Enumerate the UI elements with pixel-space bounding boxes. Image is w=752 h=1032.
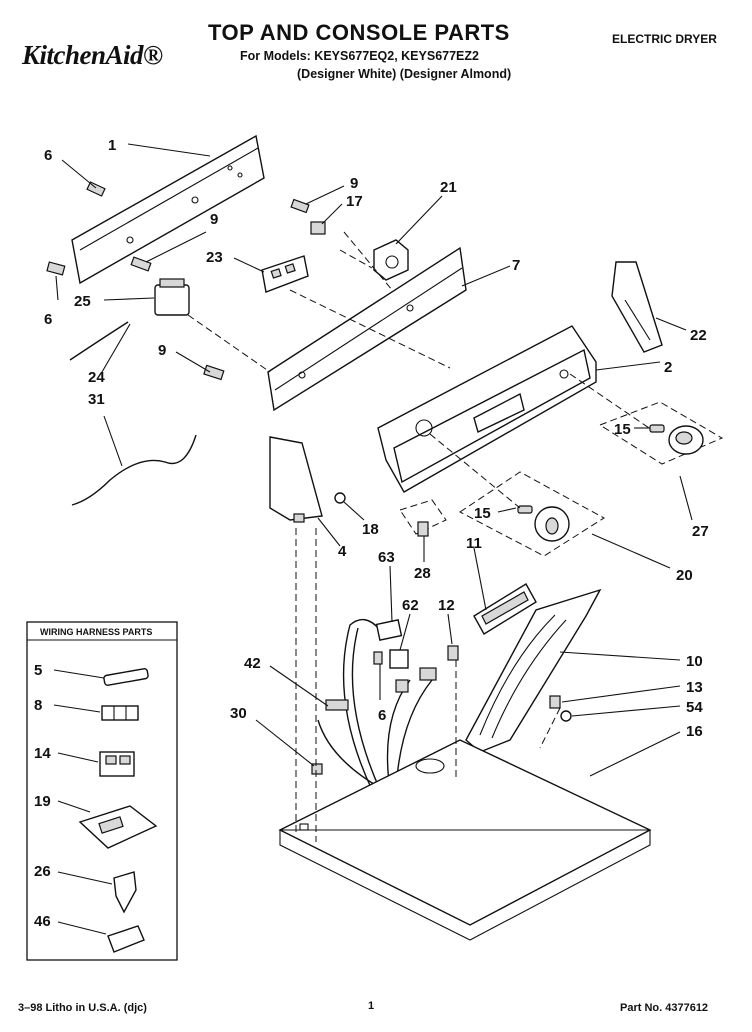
callout-12: 12 (438, 597, 455, 614)
knob-20-group (459, 471, 605, 557)
callout-10: 10 (686, 653, 703, 670)
screw-6-top (86, 181, 106, 197)
part-12-screw (447, 645, 459, 661)
callout-23: 23 (206, 249, 223, 266)
callout-6: 6 (378, 707, 386, 724)
part-11-lint-filter (473, 583, 537, 635)
part-number: Part No. 4377612 (620, 1002, 709, 1014)
callout-6: 6 (44, 311, 52, 328)
wiring-harness-legend: WIRING HARNESS PARTS 5 8 14 19 26 46 (26, 621, 178, 961)
models-line: For Models: KEYS677EQ2, KEYS677EZ2 (240, 49, 479, 63)
part-63-connector (375, 619, 403, 641)
callout-6: 6 (44, 147, 52, 164)
screw-6-bottom (46, 261, 66, 276)
callout-16: 16 (686, 723, 703, 740)
callout-30: 30 (230, 705, 247, 722)
assembly-line-17 (343, 231, 393, 291)
screw-9-mid (203, 364, 225, 381)
callout-2: 2 (664, 359, 672, 376)
callout-13: 13 (686, 679, 703, 696)
callout-15: 15 (474, 505, 491, 522)
callout-1: 1 (108, 137, 116, 154)
screw-6-harness (373, 651, 383, 665)
legend-item-26: 26 (34, 863, 51, 880)
legend-item-19: 19 (34, 793, 51, 810)
part-15-spring-right (649, 424, 665, 433)
page-number: 1 (368, 1000, 375, 1012)
part-15-spring-left (517, 505, 533, 514)
legend-item-46: 46 (34, 913, 51, 930)
assembly-line-screw13 (539, 707, 561, 749)
part-13-screw (549, 695, 561, 709)
callout-21: 21 (440, 179, 457, 196)
part-54-washer (560, 710, 572, 722)
callout-54: 54 (686, 699, 703, 716)
callout-17: 17 (346, 193, 363, 210)
callout-28: 28 (414, 565, 431, 582)
part-2-console (377, 325, 597, 493)
callout-20: 20 (676, 567, 693, 584)
knob-27-group (598, 401, 724, 465)
part-28-screw (417, 521, 429, 537)
part-25-component (154, 278, 190, 316)
assembly-line-20 (429, 433, 521, 509)
callout-4: 4 (338, 543, 347, 560)
legend-item-5: 5 (34, 662, 42, 679)
part-22-end-cap (611, 261, 663, 353)
part-30-clip (311, 763, 323, 775)
legend-item-8: 8 (34, 697, 42, 714)
part-1-bracket (71, 134, 265, 285)
part-4-end-cap (269, 436, 323, 523)
callout-9: 9 (350, 175, 358, 192)
part-20-knob (534, 506, 570, 542)
leader-lines (55, 143, 693, 777)
part-18-clip (334, 492, 346, 504)
product-type: ELECTRIC DRYER (612, 32, 717, 46)
callout-18: 18 (362, 521, 379, 538)
callout-labels: 1 6 6 9 25 24 31 9 23 9 17 21 7 22 2 15 … (44, 137, 709, 740)
callout-27: 27 (692, 523, 709, 540)
part-8-connector (101, 705, 139, 721)
callout-25: 25 (74, 293, 91, 310)
part-31-harness (71, 434, 197, 506)
callout-9: 9 (210, 211, 218, 228)
callout-7: 7 (512, 257, 520, 274)
assembly-line-21 (339, 249, 373, 269)
part-46-plug (107, 925, 145, 953)
callout-15: 15 (614, 421, 631, 438)
callout-9: 9 (158, 342, 166, 359)
part-19-connector-block (78, 805, 158, 849)
screw-9-left (130, 256, 152, 272)
part-23-terminal-block (261, 255, 309, 293)
callout-24: 24 (88, 369, 105, 386)
part-17-clip (310, 221, 326, 235)
part-16-top-panel (278, 739, 652, 941)
part-5-terminal (103, 668, 149, 686)
finishes-line: (Designer White) (Designer Almond) (297, 67, 512, 81)
part-26-clip (113, 871, 137, 914)
part-24-wire (69, 321, 129, 361)
page-title: TOP AND CONSOLE PARTS (208, 20, 510, 45)
print-info: 3–98 Litho in U.S.A. (djc) (18, 1002, 147, 1014)
screw-9-top (290, 198, 310, 214)
callout-42: 42 (244, 655, 261, 672)
callout-63: 63 (378, 549, 395, 566)
screw-28-group (399, 499, 447, 535)
legend-item-14: 14 (34, 745, 51, 762)
assembly-line-27 (569, 373, 653, 431)
legend-title: WIRING HARNESS PARTS (40, 627, 152, 637)
callout-11: 11 (466, 535, 482, 552)
part-21-switch (373, 239, 409, 281)
part-14-connector (99, 751, 135, 777)
part-62-connector (389, 649, 409, 669)
part-27-knob (668, 425, 704, 455)
assembly-line-25 (187, 314, 271, 373)
callout-62: 62 (402, 597, 419, 614)
callout-31: 31 (88, 391, 105, 408)
brand-logo: KitchenAid® (22, 40, 163, 70)
assembly-line-23 (289, 289, 451, 369)
callout-22: 22 (690, 327, 707, 344)
part-7-console-bracket (267, 246, 467, 412)
